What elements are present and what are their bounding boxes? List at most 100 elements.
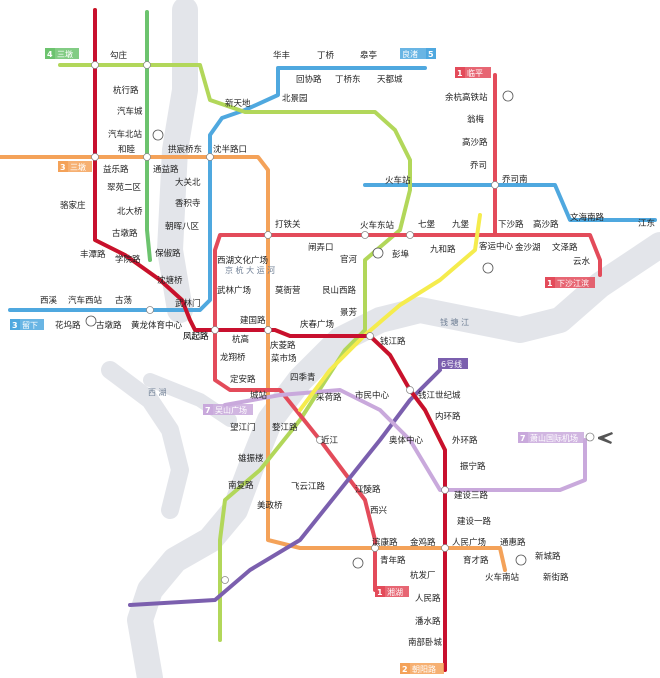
station-label[interactable]: 余杭高铁站 xyxy=(445,92,488,103)
station-label[interactable]: 新街路 xyxy=(543,572,569,583)
station-label[interactable]: 莫衙营 xyxy=(275,285,301,296)
station-label[interactable]: 北景园 xyxy=(282,94,308,104)
station-label[interactable]: 文海南路 xyxy=(570,212,605,223)
station-label[interactable]: 城站 xyxy=(250,390,268,401)
station-label[interactable]: 丰潭路 xyxy=(80,249,106,260)
station-label[interactable]: 钱江世纪城 xyxy=(418,390,461,401)
station-label[interactable]: 北大桥 xyxy=(117,206,143,217)
station-label[interactable]: 古墩路 xyxy=(112,228,138,239)
line-badge-1-linping[interactable]: 1 临平 xyxy=(455,67,491,78)
station-label[interactable]: 人民广场 xyxy=(452,537,486,548)
station-label[interactable]: 西兴 xyxy=(370,506,388,516)
station-label[interactable]: 江陵路 xyxy=(355,484,381,495)
station-label[interactable]: 杭高 xyxy=(232,334,249,345)
station-label[interactable]: 官河 xyxy=(340,254,358,265)
station-label[interactable]: 建国路 xyxy=(240,315,266,326)
line-badge-1-xianghu[interactable]: 1 湘湖 xyxy=(375,586,409,597)
station-label[interactable]: 振宁路 xyxy=(460,461,486,472)
station-label[interactable]: 丁桥 xyxy=(317,50,335,61)
station-label[interactable]: 近江 xyxy=(321,435,339,446)
station-label[interactable]: 皋亭 xyxy=(360,50,377,61)
station-label[interactable]: 沈半路口 xyxy=(213,144,247,155)
line-badge-3-sandun[interactable]: 3 三墩 xyxy=(58,161,92,172)
line-badge-3-liuxia[interactable]: 3 留下 xyxy=(10,319,44,330)
station-label[interactable]: 通益路 xyxy=(153,164,179,175)
station-label[interactable]: 云水 xyxy=(573,256,591,267)
station-label[interactable]: 保俶路 xyxy=(155,248,181,259)
line-badge-1-xiasha[interactable]: 1 下沙江滨 xyxy=(545,277,595,288)
station-label[interactable]: 打铁关 xyxy=(275,219,301,230)
station-label[interactable]: 人民路 xyxy=(415,593,441,604)
station-label[interactable]: 杭发厂 xyxy=(410,570,436,581)
station-label[interactable]: 七堡 xyxy=(418,219,436,230)
station-label[interactable]: 育才路 xyxy=(463,555,489,566)
station-label[interactable]: 古荡 xyxy=(115,295,133,306)
station-label[interactable]: 勾庄 xyxy=(110,50,128,61)
station-label[interactable]: 市民中心 xyxy=(355,390,390,401)
station-label[interactable]: 客运中心 xyxy=(479,241,514,252)
station-label[interactable]: 潘水路 xyxy=(415,616,441,627)
station-label[interactable]: 翠苑二区 xyxy=(107,182,142,193)
station-label[interactable]: 奥体中心 xyxy=(389,435,424,446)
station-label[interactable]: 古墩路 xyxy=(96,320,122,331)
station-label[interactable]: 南复路 xyxy=(228,480,254,491)
station-label[interactable]: 文泽路 xyxy=(552,242,578,253)
station-label[interactable]: 龙翔桥 xyxy=(220,352,246,363)
station-label[interactable]: 武林广场 xyxy=(217,285,251,296)
station-label[interactable]: 通惠路 xyxy=(500,537,526,548)
line-badge-2-chaoyang[interactable]: 2 朝阳路 xyxy=(400,663,444,674)
station-label[interactable]: 彭埠 xyxy=(392,249,410,260)
station-label[interactable]: 钱江路 xyxy=(380,336,406,347)
station-label[interactable]: 武林门 xyxy=(175,298,201,309)
station-label[interactable]: 黄龙体育中心 xyxy=(131,320,183,331)
station-label[interactable]: 西溪 xyxy=(40,295,58,306)
station-label[interactable]: 翁梅 xyxy=(467,114,485,125)
station-label[interactable]: 凤起路 xyxy=(183,331,209,342)
station-label[interactable]: 和睦 xyxy=(118,144,136,155)
station-label[interactable]: 婺江路 xyxy=(272,422,298,433)
station-label[interactable]: 高沙路 xyxy=(533,219,559,230)
station-label[interactable]: 采荷路 xyxy=(316,392,342,403)
station-label[interactable]: 庆春广场 xyxy=(300,319,334,330)
station-label[interactable]: 定安路 xyxy=(230,374,256,385)
station-label[interactable]: 朝晖八区 xyxy=(165,222,200,232)
line-badge-4-sandun[interactable]: 4 三墩 xyxy=(45,48,79,59)
station-label[interactable]: 金沙湖 xyxy=(515,242,541,253)
station-label[interactable]: 火车站 xyxy=(385,175,411,186)
station-label[interactable]: 汽车城 xyxy=(117,106,143,117)
line-badge-6[interactable]: 6号线 xyxy=(438,358,468,369)
station-label[interactable]: 西湖文化广场 xyxy=(217,255,268,266)
station-label[interactable]: 凤起路 xyxy=(183,331,209,342)
station-label[interactable]: 益乐路 xyxy=(103,164,129,175)
station-label[interactable]: 香积寺 xyxy=(175,198,201,209)
station-label[interactable]: 景芳 xyxy=(340,307,357,318)
station-label[interactable]: 乔司 xyxy=(470,160,487,171)
station-label[interactable]: 南部卧城 xyxy=(408,637,443,648)
line-badge-7-wushan[interactable]: 7 吴山广场 xyxy=(203,404,253,415)
station-label[interactable]: 沈塘桥 xyxy=(157,275,183,286)
station-label[interactable]: 高沙路 xyxy=(462,137,488,148)
station-label[interactable]: 拱宸桥东 xyxy=(168,144,202,155)
station-label[interactable]: 下沙路 xyxy=(498,219,524,230)
station-label[interactable]: 菜市场 xyxy=(271,353,297,364)
station-label[interactable]: 四季青 xyxy=(290,372,316,383)
station-label[interactable]: 内环路 xyxy=(435,411,461,422)
station-label[interactable]: 美政桥 xyxy=(257,500,283,511)
station-label[interactable]: 花坞路 xyxy=(55,320,81,331)
station-label[interactable]: 骆家庄 xyxy=(60,200,86,211)
station-label[interactable]: 九堡 xyxy=(452,219,470,230)
station-label[interactable]: 滨康路 xyxy=(372,537,398,548)
line-badge-5-liangzhu[interactable]: 良渚 5 xyxy=(400,48,436,59)
station-label[interactable]: 九和路 xyxy=(430,244,456,255)
station-label[interactable]: 火车南站 xyxy=(485,572,520,583)
station-label[interactable]: 雄振楼 xyxy=(238,453,264,464)
station-label[interactable]: 火车东站 xyxy=(360,220,395,231)
station-label[interactable]: 新天地 xyxy=(225,98,251,109)
station-label[interactable]: 大关北 xyxy=(175,177,201,188)
station-label[interactable]: 青年路 xyxy=(380,555,406,566)
station-label[interactable]: 杭行路 xyxy=(113,85,139,96)
station-label[interactable]: 艮山西路 xyxy=(322,285,357,296)
station-label[interactable]: 华丰 xyxy=(273,50,291,61)
station-label[interactable]: 建设三路 xyxy=(454,490,489,501)
station-label[interactable]: 汽车北站 xyxy=(108,129,143,140)
